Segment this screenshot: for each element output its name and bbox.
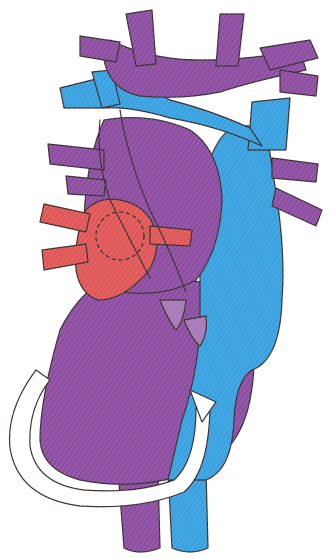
heart-drawing-svg bbox=[0, 0, 336, 558]
pencil-texture bbox=[0, 0, 336, 558]
heart-illustration bbox=[0, 0, 336, 558]
